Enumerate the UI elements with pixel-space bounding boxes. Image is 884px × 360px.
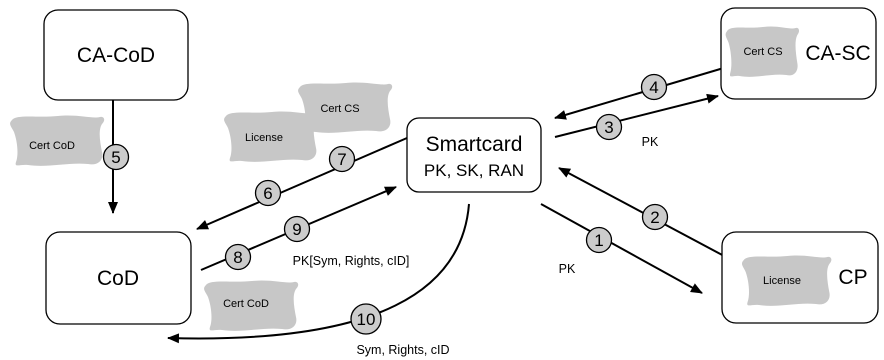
svg-text:9: 9 — [292, 220, 301, 239]
document-cert-cod-bottom: Cert CoD — [204, 280, 299, 331]
edge-1-smartcard-to-cp — [540, 203, 703, 294]
edge-label-pk-step1: PK — [559, 262, 576, 276]
step-9: 9 — [283, 215, 311, 243]
svg-text:2: 2 — [650, 208, 659, 227]
step-badges: 1 2 3 4 5 6 7 8 — [102, 73, 669, 335]
step-2: 2 — [641, 203, 669, 231]
document-cert-cs-top: Cert CS — [298, 82, 393, 133]
svg-text:8: 8 — [233, 248, 242, 267]
node-cp-label: CP — [838, 266, 867, 289]
document-cert-cs-right-label: Cert CS — [743, 46, 782, 58]
node-smartcard-sublabel: PK, SK, RAN — [424, 161, 524, 180]
node-cod: CoD — [45, 231, 192, 325]
svg-text:7: 7 — [337, 150, 346, 169]
document-license-top-label: License — [245, 132, 283, 144]
svg-text:5: 5 — [111, 148, 120, 167]
node-ca-cod-label: CA-CoD — [77, 44, 155, 67]
document-cert-cs-right: Cert CS — [725, 26, 800, 77]
svg-text:6: 6 — [263, 184, 272, 203]
edge-labels: PK PK PK[Sym, Rights, cID] Sym, Rights, … — [293, 135, 659, 357]
node-ca-cod: CA-CoD — [43, 9, 189, 101]
edge-3-smartcard-to-ca-sc — [554, 93, 719, 138]
document-cert-cod-left: Cert CoD — [10, 115, 105, 166]
node-smartcard: Smartcard PK, SK, RAN — [406, 117, 542, 193]
document-license-cp-label: License — [763, 275, 801, 287]
step-10: 10 — [350, 303, 382, 335]
svg-text:1: 1 — [594, 231, 603, 250]
edge-6-smartcard-to-cod — [196, 137, 408, 230]
edge-4-ca-sc-to-smartcard — [554, 66, 728, 120]
document-cert-cod-bottom-label: Cert CoD — [223, 298, 269, 310]
svg-text:10: 10 — [357, 310, 376, 329]
svg-text:4: 4 — [649, 78, 658, 97]
step-7: 7 — [328, 145, 356, 173]
step-8: 8 — [224, 243, 252, 271]
document-cert-cs-top-label: Cert CS — [320, 103, 359, 115]
step-5: 5 — [102, 143, 130, 171]
step-6: 6 — [254, 179, 282, 207]
edge-label-pk-step3: PK — [642, 135, 659, 149]
edge-label-pk-sym: PK[Sym, Rights, cID] — [293, 254, 410, 268]
document-license-top: License — [224, 111, 319, 162]
node-smartcard-label: Smartcard — [426, 133, 523, 156]
step-4: 4 — [640, 73, 668, 101]
svg-text:3: 3 — [604, 118, 613, 137]
edges — [108, 66, 742, 344]
step-1: 1 — [585, 226, 613, 254]
edge-10-smartcard-to-cod — [167, 203, 470, 344]
document-license-cp: License — [741, 255, 832, 306]
node-ca-sc-label: CA-SC — [805, 42, 870, 65]
document-cert-cod-left-label: Cert CoD — [29, 140, 75, 152]
node-cod-label: CoD — [97, 267, 139, 290]
edge-label-sym-rights: Sym, Rights, cID — [356, 343, 449, 357]
step-3: 3 — [595, 113, 623, 141]
